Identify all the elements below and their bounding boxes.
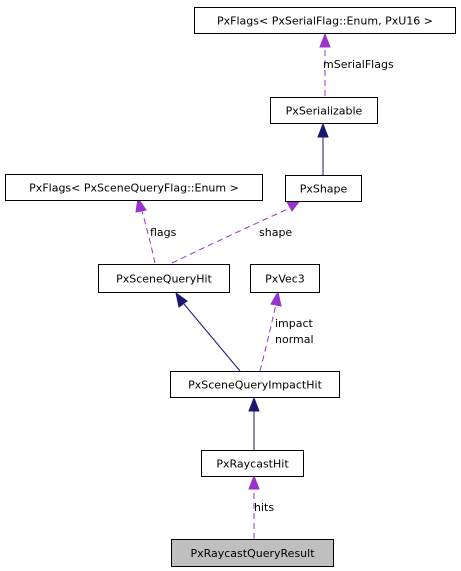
edge-label-m-serial-flags: mSerialFlags [323, 58, 394, 71]
node-label: PxRaycastQueryResult [190, 547, 315, 560]
node-label: PxFlags< PxSerialFlag::Enum, PxU16 > [217, 15, 433, 28]
edge-queryresult-raycasthit [248, 474, 260, 539]
node-pxflags-scenequeryflag[interactable]: PxFlags< PxSceneQueryFlag::Enum > [5, 174, 263, 201]
node-pxshape[interactable]: PxShape [285, 175, 362, 202]
node-pxraycastqueryresult[interactable]: PxRaycastQueryResult [171, 539, 334, 567]
edge-impacthit-vec3 [259, 290, 282, 372]
edge-scenequeryhit-flags [135, 196, 156, 264]
node-pxserializable[interactable]: PxSerializable [270, 97, 378, 124]
node-pxflags-serialflag[interactable]: PxFlags< PxSerialFlag::Enum, PxU16 > [194, 7, 456, 34]
edge-label-impact: impact [275, 317, 314, 330]
node-pxraycasthit[interactable]: PxRaycastHit [201, 450, 304, 477]
node-pxvec3[interactable]: PxVec3 [250, 264, 320, 293]
node-pxscenequeryhit[interactable]: PxSceneQueryHit [98, 264, 230, 293]
edge-label-flags: flags [150, 226, 177, 239]
node-label: PxVec3 [265, 273, 305, 286]
node-label: PxRaycastHit [216, 458, 289, 471]
edge-impacthit-scenequeryhit [175, 291, 241, 372]
edge-label-normal: normal [275, 333, 314, 346]
edge-raycasthit-impacthit [248, 396, 260, 450]
node-label: PxSceneQueryHit [116, 273, 212, 286]
edge-label-shape: shape [259, 226, 292, 239]
node-label: PxShape [300, 183, 348, 196]
edge-shape-serializable [317, 122, 329, 175]
node-label: PxSceneQueryImpactHit [188, 379, 322, 392]
edge-label-hits: hits [254, 501, 274, 514]
node-label: PxFlags< PxSceneQueryFlag::Enum > [29, 182, 239, 195]
edge-serializable-serialflags [319, 32, 331, 96]
node-label: PxSerializable [286, 105, 363, 118]
node-pxscenequeryimpacthit[interactable]: PxSceneQueryImpactHit [170, 371, 340, 398]
